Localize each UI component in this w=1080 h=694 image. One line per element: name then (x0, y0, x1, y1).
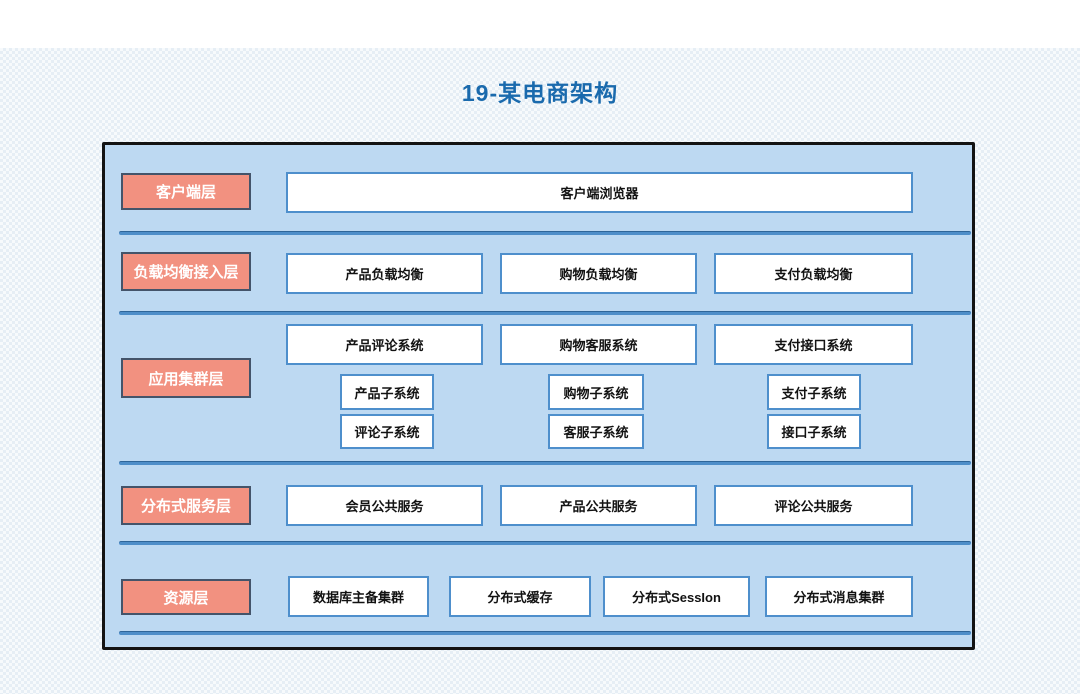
diagram-node: 评论公共服务 (714, 485, 913, 526)
layer-divider (119, 231, 971, 235)
layer-label-distributed-service: 分布式服务层 (121, 486, 251, 525)
layer-divider (119, 311, 971, 315)
diagram-node: 会员公共服务 (286, 485, 483, 526)
diagram-node: 客户端浏览器 (286, 172, 913, 213)
layer-label-resource: 资源层 (121, 579, 251, 615)
layer-divider (119, 541, 971, 545)
diagram-node: 数据库主备集群 (288, 576, 429, 617)
diagram-node: 分布式消息集群 (765, 576, 913, 617)
layer-label-client: 客户端层 (121, 173, 251, 210)
layer-label-load-balance: 负载均衡接入层 (121, 252, 251, 291)
diagram-node: 购物客服系统 (500, 324, 697, 365)
diagram-node: 评论子系统 (340, 414, 434, 449)
diagram-node: 产品公共服务 (500, 485, 697, 526)
diagram-node: 产品子系统 (340, 374, 434, 410)
diagram-node: 支付负载均衡 (714, 253, 913, 294)
layer-divider (119, 631, 971, 635)
page-title: 19-某电商架构 (461, 80, 619, 106)
layer-divider (119, 461, 971, 465)
diagram-node: 购物负载均衡 (500, 253, 697, 294)
diagram-node: 客服子系统 (548, 414, 644, 449)
diagram-node: 产品评论系统 (286, 324, 483, 365)
diagram-node: 产品负载均衡 (286, 253, 483, 294)
diagram-node: 支付子系统 (767, 374, 861, 410)
diagram-node: 支付接口系统 (714, 324, 913, 365)
layer-label-app-cluster: 应用集群层 (121, 358, 251, 398)
diagram-node: 购物子系统 (548, 374, 644, 410)
diagram-node: 分布式SessIon (603, 576, 750, 617)
diagram-node: 接口子系统 (767, 414, 861, 449)
architecture-diagram: 客户端层 客户端浏览器 负载均衡接入层 产品负载均衡 购物负载均衡 支付负载均衡… (102, 142, 975, 650)
diagram-node: 分布式缓存 (449, 576, 591, 617)
